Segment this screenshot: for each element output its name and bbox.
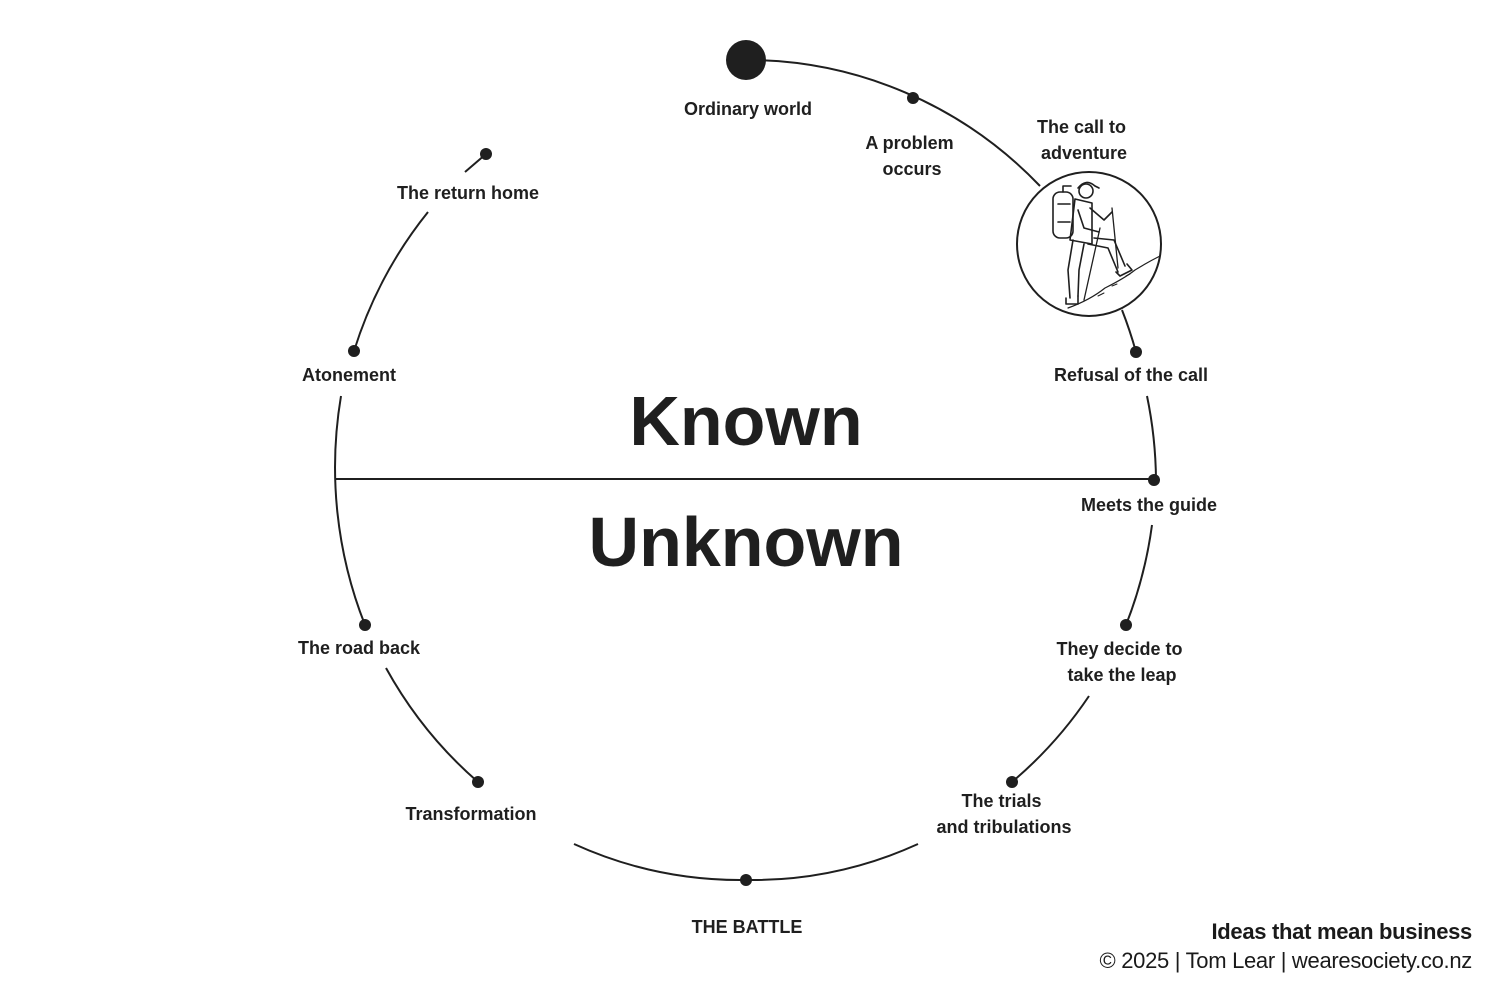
arc-refusal-to-guide	[1146, 395, 1157, 481]
arc-trials-to-battle	[745, 843, 919, 882]
label-meets-the-guide: Meets the guide	[1081, 495, 1217, 515]
arc-transformation-to-roadback	[385, 667, 479, 783]
known-label: Known	[629, 382, 862, 460]
dot-trials	[1006, 776, 1018, 788]
arc-battle-to-transformation	[573, 843, 747, 882]
unknown-label: Unknown	[589, 503, 904, 581]
label-the-battle: THE BATTLE	[692, 917, 803, 937]
label-trials-and-tribulations: The trials and tribulations	[937, 791, 1072, 837]
hiker-icon	[1016, 171, 1162, 317]
label-atonement: Atonement	[302, 365, 396, 385]
label-call-to-adventure: The call to adventure	[1037, 117, 1131, 163]
arc-leap-to-trials	[1011, 695, 1090, 783]
dot-transformation	[472, 776, 484, 788]
dot-refusal	[1130, 346, 1142, 358]
dot-problem	[907, 92, 919, 104]
dot-return-home	[480, 148, 492, 160]
label-the-road-back: The road back	[298, 638, 421, 658]
footer-credit: © 2025 | Tom Lear | wearesociety.co.nz	[1099, 948, 1472, 973]
arc-call-to-refusal	[1121, 309, 1137, 353]
dot-atonement	[348, 345, 360, 357]
label-refusal-of-the-call: Refusal of the call	[1054, 365, 1208, 385]
stage-markers	[348, 40, 1160, 886]
journey-circle	[334, 58, 1157, 882]
start-dot	[726, 40, 766, 80]
dot-leap	[1120, 619, 1132, 631]
dot-road-back	[359, 619, 371, 631]
label-the-return-home: The return home	[397, 183, 539, 203]
footer-tagline: Ideas that mean business	[1211, 919, 1472, 944]
label-ordinary-world: Ordinary world	[684, 99, 812, 119]
arc-roadback-to-atonement	[334, 395, 366, 626]
label-transformation: Transformation	[405, 804, 536, 824]
label-a-problem-occurs: A problem occurs	[865, 133, 958, 179]
label-decide-to-leap: They decide to take the leap	[1056, 639, 1187, 685]
arc-ordinary-to-call	[745, 58, 1041, 187]
dot-battle	[740, 874, 752, 886]
arc-atonement-to-return	[353, 211, 429, 352]
dot-guide	[1148, 474, 1160, 486]
arc-guide-to-leap	[1125, 524, 1153, 626]
